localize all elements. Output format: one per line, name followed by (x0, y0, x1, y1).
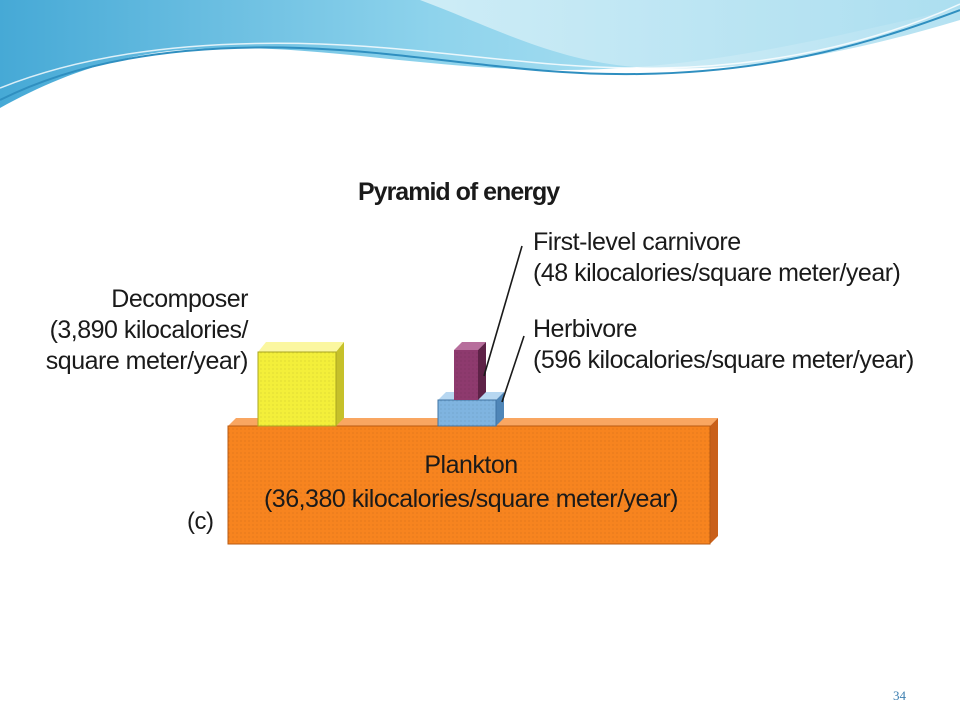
carnivore-block (454, 342, 486, 400)
decomposer-name: Decomposer (111, 285, 248, 313)
plankton-block (227, 418, 718, 545)
decomposer-value-line-1: (3,890 kilocalories/ (49, 316, 249, 344)
plankton-label: Plankton (36,380 kilocalories/square met… (232, 448, 710, 516)
decomposer-value-line-2: square meter/year) (45, 347, 249, 375)
carnivore-leader-line (483, 245, 523, 377)
carnivore-value: (48 kilocalories/square meter/year) (533, 259, 901, 287)
herbivore-value: (596 kilocalories/square meter/year) (533, 346, 914, 374)
plankton-value: (36,380 kilocalories/square meter/year) (263, 485, 679, 513)
herbivore-leader-line (501, 335, 525, 403)
diagram-title: Pyramid of energy (358, 178, 560, 206)
decomposer-block (257, 342, 344, 427)
header-wave (0, 0, 960, 108)
carnivore-label: First-level carnivore (48 kilocalories/s… (533, 227, 901, 289)
page-number: 34 (893, 688, 906, 703)
herbivore-label: Herbivore (596 kilocalories/square meter… (533, 314, 914, 376)
herbivore-name: Herbivore (533, 315, 637, 343)
carnivore-name: First-level carnivore (533, 228, 741, 256)
plankton-name: Plankton (424, 451, 518, 479)
decomposer-label: Decomposer (3,890 kilocalories/ square m… (22, 284, 249, 377)
panel-label: (c) (187, 508, 214, 535)
